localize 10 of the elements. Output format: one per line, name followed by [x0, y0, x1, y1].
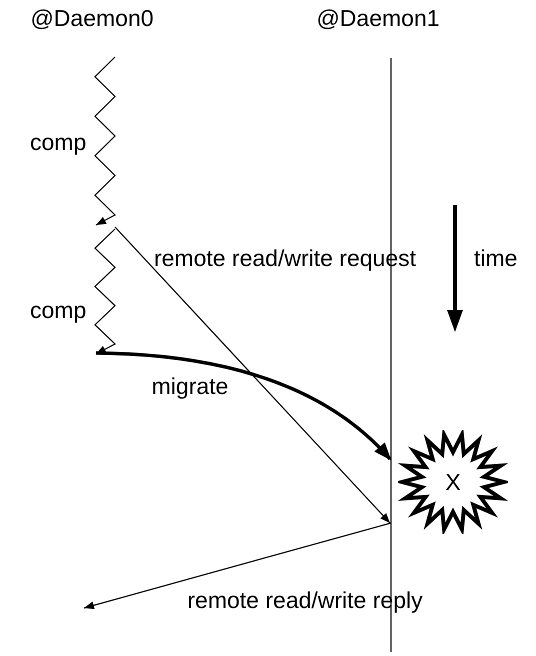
- failure-mark: X: [444, 468, 462, 497]
- annotation-label: comp: [30, 296, 86, 325]
- arrow: [84, 522, 392, 610]
- arrow: [96, 351, 392, 460]
- arrow: [114, 226, 390, 524]
- edge-label: migrate: [150, 372, 230, 401]
- process-label: @Daemon0: [30, 4, 154, 33]
- process-label: @Daemon1: [315, 4, 441, 33]
- annotation-label: time: [474, 244, 518, 273]
- annotation-label: comp: [30, 128, 86, 157]
